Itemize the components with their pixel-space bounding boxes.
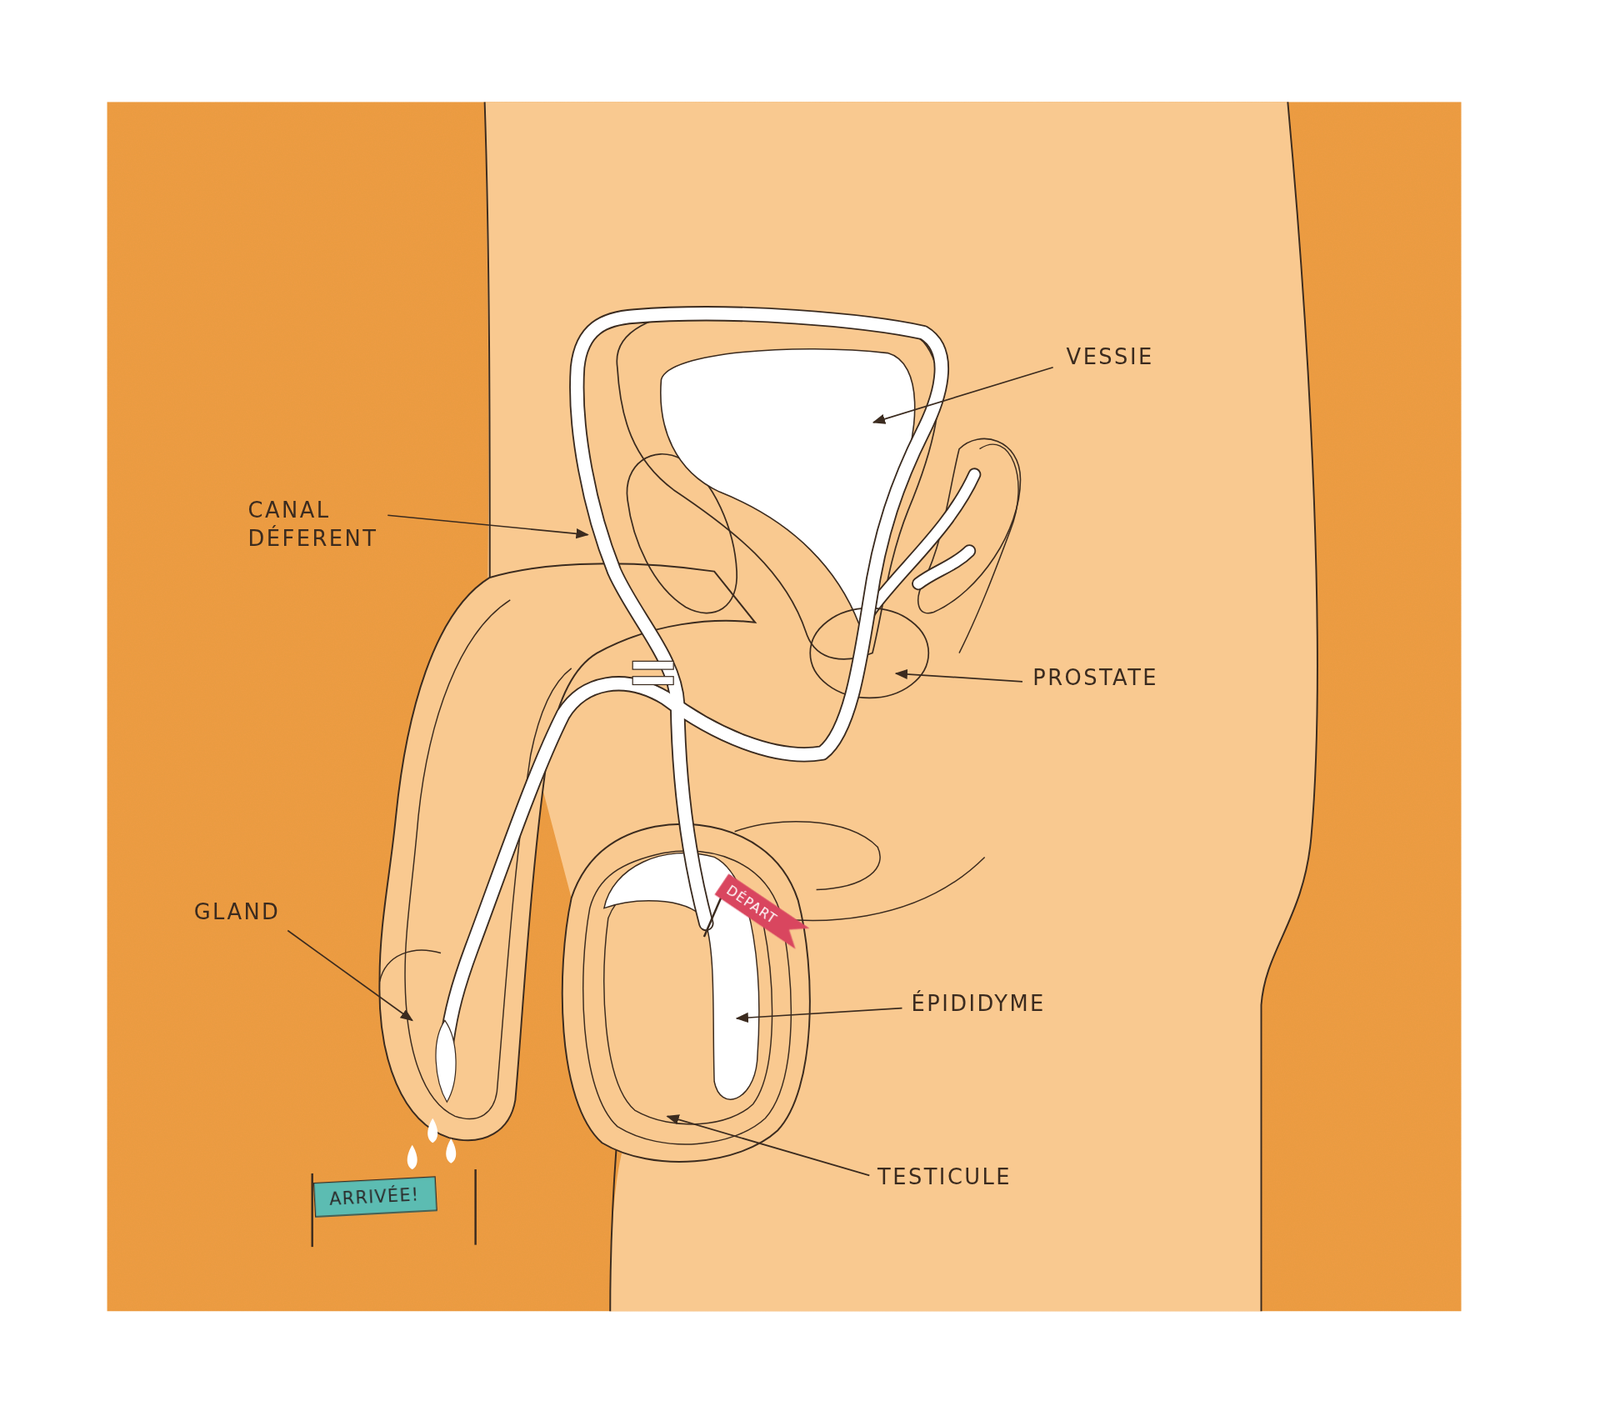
part-label: GLAND — [194, 897, 281, 927]
part-label: CANAL DÉFERENT — [248, 495, 391, 554]
drop — [435, 1020, 456, 1102]
start-flag: DÉPART — [714, 873, 810, 950]
perineum-line — [735, 821, 880, 890]
leader-lines — [287, 367, 1053, 1176]
drop — [427, 1118, 438, 1143]
leader-line — [387, 515, 588, 535]
duct — [446, 313, 942, 1040]
part-label: PROSTATE — [1032, 663, 1159, 693]
drop — [407, 1145, 418, 1170]
leader-line — [667, 1115, 870, 1175]
ground — [107, 101, 1462, 1311]
leader-line — [895, 673, 1023, 682]
part-label: ÉPIDIDYME — [910, 990, 1045, 1020]
seminal-vesicle-outline — [918, 438, 1021, 613]
leader-line — [736, 1008, 902, 1019]
ground-texture — [107, 101, 1462, 1311]
penis-inner-line — [405, 600, 572, 1120]
leader-line — [873, 367, 1054, 423]
part-label: TESTICULE — [877, 1163, 1012, 1193]
body-contour — [485, 101, 490, 580]
banner-post — [474, 1169, 476, 1245]
ring — [632, 676, 674, 685]
ducts — [446, 313, 942, 1040]
part-label: VESSIE — [1066, 342, 1155, 372]
scrotum — [562, 824, 810, 1162]
body — [485, 101, 1318, 1311]
finish-banner: ARRIVÉE! — [313, 1175, 438, 1217]
node-text: DÉPART — [724, 882, 782, 929]
glans-line — [380, 950, 441, 982]
bladder-wall — [616, 310, 939, 660]
duct-ring — [632, 660, 674, 685]
leader-line — [287, 930, 412, 1021]
thigh-contour — [610, 1147, 616, 1311]
drop — [445, 1138, 456, 1163]
node-text: ARRIVÉE! — [329, 1184, 422, 1210]
ring — [632, 660, 674, 670]
duct-edge — [446, 313, 942, 1040]
back-contour — [1260, 101, 1317, 1311]
